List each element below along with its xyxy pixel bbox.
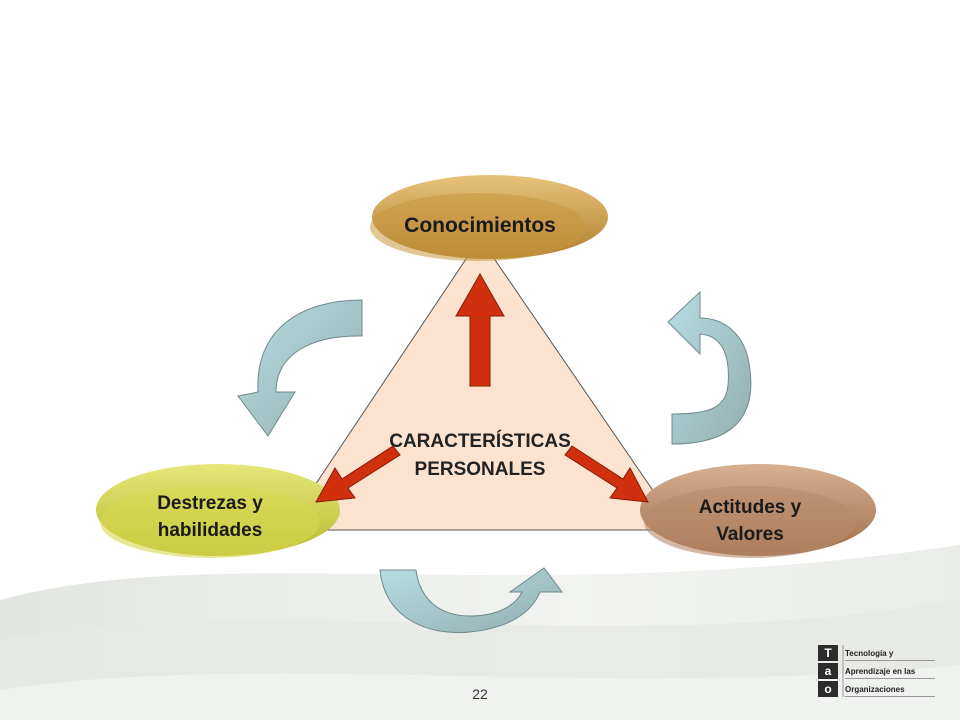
logo-letter-t: T [824,646,832,660]
node-label-actitudes-line-2: Valores [716,524,784,545]
node-label-destrezas-line-2: habilidades [157,520,263,541]
logo-icon [818,645,844,697]
node-label-destrezas-line-1: Destrezas y [157,493,263,514]
node-label-actitudes-line-1: Actitudes y [698,497,802,518]
node-label-destrezas: Destrezas y habilidades [120,490,300,544]
page-number: 22 [472,686,488,702]
curved-cycle-arrow-icon [667,290,752,445]
curved-cycle-arrow-icon [379,567,563,634]
logo-line-2: Aprendizaje en las [845,665,935,679]
background-swoosh [0,545,960,720]
node-destrezas [96,464,340,558]
center-label-line-1: CARACTERÍSTICAS [389,431,571,452]
node-conocimientos [370,175,608,261]
down-left-arrow-icon [315,445,401,503]
node-label-conocimientos: Conocimientos [404,214,556,237]
logo-letter-a: a [824,664,832,678]
logo: T a o Tecnología y Aprendizaje en las Or… [818,645,935,697]
center-label-line-2: PERSONALES [414,459,546,480]
logo-line-3: Organizaciones [845,683,935,697]
down-right-arrow-icon [564,445,649,503]
node-label-actitudes: Actitudes y Valores [660,494,840,548]
logo-letter-o: o [824,682,832,696]
up-arrow-icon [455,272,505,387]
center-label: CARACTERÍSTICAS PERSONALES [340,428,620,484]
logo-line-1: Tecnología y [845,647,935,661]
node-actitudes [640,464,876,558]
curved-cycle-arrow-icon [237,299,363,437]
